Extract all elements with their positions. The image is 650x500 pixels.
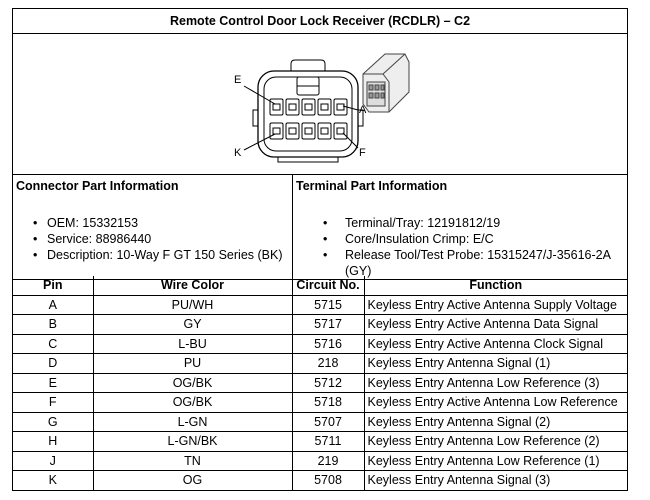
callout-f: F — [359, 147, 366, 159]
cell-circuit: 5712 — [291, 372, 365, 393]
table-row: K OG 5708 Keyless Entry Antenna Signal (… — [13, 470, 627, 490]
header-wire-color: Wire Color — [92, 276, 293, 296]
callout-leaders — [243, 85, 359, 151]
cell-function: Keyless Entry Active Antenna Clock Signa… — [363, 333, 627, 354]
connector-3d-view — [362, 53, 410, 113]
terminal-info-list: Terminal/Tray: 12191812/19 Core/Insulati… — [293, 215, 627, 278]
cell-pin: H — [13, 431, 94, 452]
cell-function: Keyless Entry Antenna Signal (2) — [363, 411, 627, 432]
cell-circuit: 218 — [291, 353, 365, 374]
cell-pin: K — [13, 470, 94, 490]
cell-function: Keyless Entry Antenna Signal (3) — [363, 470, 627, 490]
table-header-row: Pin Wire Color Circuit No. Function — [13, 276, 627, 296]
cell-function: Keyless Entry Active Antenna Low Referen… — [363, 392, 627, 413]
header-pin: Pin — [13, 276, 94, 296]
cell-wire-color: GY — [92, 314, 293, 335]
cell-function: Keyless Entry Antenna Low Reference (2) — [363, 431, 627, 452]
connector-info-heading: Connector Part Information — [16, 179, 179, 193]
callout-k: K — [234, 147, 242, 159]
cell-circuit: 5716 — [291, 333, 365, 354]
connector-info-list: OEM: 15332153 Service: 88986440 Descript… — [13, 215, 292, 263]
table-row: G L-GN 5707 Keyless Entry Antenna Signal… — [13, 411, 627, 432]
cell-wire-color: L-GN/BK — [92, 431, 293, 452]
cell-pin: C — [13, 333, 94, 354]
table-row: F OG/BK 5718 Keyless Entry Active Antenn… — [13, 392, 627, 413]
cell-function: Keyless Entry Antenna Signal (1) — [363, 353, 627, 374]
cavity-row-top — [269, 98, 348, 116]
cell-wire-color: TN — [92, 450, 293, 471]
header-function: Function — [363, 276, 627, 296]
table-row: D PU 218 Keyless Entry Antenna Signal (1… — [13, 353, 627, 374]
cell-wire-color: OG/BK — [92, 372, 293, 393]
connector-info-description: Description: 10-Way F GT 150 Series (BK) — [13, 247, 292, 263]
cell-pin: G — [13, 411, 94, 432]
cell-function: Keyless Entry Active Antenna Data Signal — [363, 314, 627, 335]
terminal-info-release-tool: Release Tool/Test Probe: 15315247/J-3561… — [293, 247, 627, 278]
cell-wire-color: L-BU — [92, 333, 293, 354]
callout-e: E — [234, 74, 242, 86]
cell-circuit: 5707 — [291, 411, 365, 432]
connector-diagram: E A K F — [13, 34, 627, 175]
connector-face — [252, 59, 364, 163]
cavity-row-bottom — [269, 122, 348, 140]
pinout-table: Pin Wire Color Circuit No. Function A PU… — [13, 276, 627, 490]
cell-wire-color: OG/BK — [92, 392, 293, 413]
connector-part-info: Connector Part Information OEM: 15332153… — [13, 175, 293, 280]
cell-circuit: 5715 — [291, 294, 365, 315]
terminal-info-crimp: Core/Insulation Crimp: E/C — [293, 231, 627, 247]
cell-pin: B — [13, 314, 94, 335]
cell-circuit: 5718 — [291, 392, 365, 413]
connector-info-oem: OEM: 15332153 — [13, 215, 292, 231]
connector-sheet: Remote Control Door Lock Receiver (RCDLR… — [12, 8, 628, 491]
cell-pin: D — [13, 353, 94, 374]
cell-pin: J — [13, 450, 94, 471]
cell-pin: F — [13, 392, 94, 413]
table-row: B GY 5717 Keyless Entry Active Antenna D… — [13, 314, 627, 335]
cell-wire-color: OG — [92, 470, 293, 490]
cell-function: Keyless Entry Antenna Low Reference (3) — [363, 372, 627, 393]
callout-a: A — [359, 104, 367, 116]
table-row: E OG/BK 5712 Keyless Entry Antenna Low R… — [13, 372, 627, 393]
cell-circuit: 5711 — [291, 431, 365, 452]
cell-wire-color: PU/WH — [92, 294, 293, 315]
cell-circuit: 219 — [291, 450, 365, 471]
table-row: C L-BU 5716 Keyless Entry Active Antenna… — [13, 333, 627, 354]
connector-info-service: Service: 88986440 — [13, 231, 292, 247]
cell-circuit: 5708 — [291, 470, 365, 490]
cell-wire-color: PU — [92, 353, 293, 374]
table-row: A PU/WH 5715 Keyless Entry Active Antenn… — [13, 294, 627, 315]
terminal-info-heading: Terminal Part Information — [296, 179, 448, 193]
table-row: J TN 219 Keyless Entry Antenna Low Refer… — [13, 450, 627, 471]
cell-wire-color: L-GN — [92, 411, 293, 432]
cell-pin: A — [13, 294, 94, 315]
connector-face-drawing — [243, 53, 410, 163]
cell-function: Keyless Entry Active Antenna Supply Volt… — [363, 294, 627, 315]
cell-pin: E — [13, 372, 94, 393]
terminal-part-info: Terminal Part Information Terminal/Tray:… — [293, 175, 627, 280]
header-circuit-no: Circuit No. — [291, 276, 365, 296]
cell-function: Keyless Entry Antenna Low Reference (1) — [363, 450, 627, 471]
page-title: Remote Control Door Lock Receiver (RCDLR… — [13, 9, 627, 34]
cell-circuit: 5717 — [291, 314, 365, 335]
table-row: H L-GN/BK 5711 Keyless Entry Antenna Low… — [13, 431, 627, 452]
terminal-info-tray: Terminal/Tray: 12191812/19 — [293, 215, 627, 231]
